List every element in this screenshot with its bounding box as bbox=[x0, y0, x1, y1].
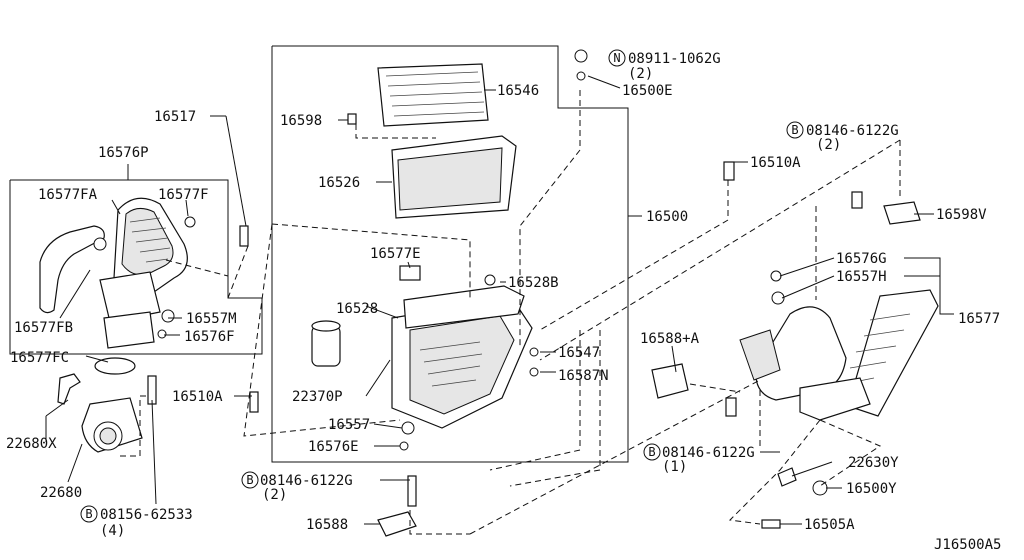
label-16505A: 16505A bbox=[804, 517, 855, 533]
badge-B-top-text: B bbox=[791, 123, 798, 137]
label-08146-top-qty: (2) bbox=[816, 137, 841, 153]
label-16577FA: 16577FA bbox=[38, 187, 98, 203]
badge-B-top: B bbox=[786, 121, 804, 139]
resonator-cylinder bbox=[311, 320, 341, 367]
label-16577: 16577 bbox=[958, 311, 1000, 327]
label-08156-qty: (4) bbox=[100, 523, 125, 539]
label-16598: 16598 bbox=[280, 113, 322, 129]
intake-duct-right bbox=[739, 270, 939, 421]
small-fasteners-center bbox=[574, 49, 735, 181]
air-cleaner-cover bbox=[347, 113, 517, 219]
badge-B-bottom-text: B bbox=[246, 473, 253, 487]
badge-B-right-text: B bbox=[648, 445, 655, 459]
air-cleaner-body bbox=[391, 265, 539, 451]
label-08146-bottom-qty: (2) bbox=[262, 487, 287, 503]
label-16577F: 16577F bbox=[158, 187, 209, 203]
air-filter-element bbox=[377, 63, 489, 127]
label-16547: 16547 bbox=[558, 345, 600, 361]
label-16546: 16546 bbox=[497, 83, 539, 99]
badge-B-left: B bbox=[80, 505, 98, 523]
label-16598V: 16598V bbox=[936, 207, 987, 223]
throttle-body-left bbox=[57, 225, 259, 453]
diagram-id: J16500A5 bbox=[934, 537, 1001, 553]
label-16528: 16528 bbox=[336, 301, 378, 317]
badge-N: N bbox=[608, 49, 626, 67]
label-08146-right: 08146-6122G bbox=[662, 445, 755, 461]
label-08146-top: 08146-6122G bbox=[806, 123, 899, 139]
label-16587N: 16587N bbox=[558, 368, 609, 384]
label-16500: 16500 bbox=[646, 209, 688, 225]
brackets-right bbox=[651, 191, 921, 529]
label-22370P: 22370P bbox=[292, 389, 343, 405]
label-16577FC: 16577FC bbox=[10, 350, 69, 366]
badge-B-bottom: B bbox=[241, 471, 259, 489]
label-16500E: 16500E bbox=[622, 83, 673, 99]
label-16557: 16557 bbox=[328, 417, 370, 433]
label-08911-1062G: 08911-1062G bbox=[628, 51, 721, 67]
label-16557M: 16557M bbox=[186, 311, 237, 327]
badge-B-left-text: B bbox=[85, 507, 92, 521]
intake-duct-left bbox=[39, 197, 196, 349]
label-08911-qty: (2) bbox=[628, 66, 653, 82]
label-16510A-top: 16510A bbox=[750, 155, 801, 171]
label-22680X: 22680X bbox=[6, 436, 57, 452]
label-08146-bottom: 08146-6122G bbox=[260, 473, 353, 489]
label-16577E: 16577E bbox=[370, 246, 421, 262]
bracket-bottom bbox=[377, 475, 417, 537]
label-16588A: 16588+A bbox=[640, 331, 700, 347]
label-22630Y: 22630Y bbox=[848, 455, 899, 471]
label-16510A-left: 16510A bbox=[172, 389, 223, 405]
label-08156-62533: 08156-62533 bbox=[100, 507, 193, 523]
label-22680: 22680 bbox=[40, 485, 82, 501]
label-16576P: 16576P bbox=[98, 145, 149, 161]
label-16500Y: 16500Y bbox=[846, 481, 897, 497]
label-16528B: 16528B bbox=[508, 275, 559, 291]
badge-N-text: N bbox=[613, 51, 620, 65]
label-16557H: 16557H bbox=[836, 269, 887, 285]
label-16526: 16526 bbox=[318, 175, 360, 191]
badge-B-right: B bbox=[643, 443, 661, 461]
label-16577FB: 16577FB bbox=[14, 320, 73, 336]
leader-lines bbox=[45, 75, 954, 525]
label-08146-right-qty: (1) bbox=[662, 459, 687, 475]
dashed-alignment-lines bbox=[120, 90, 901, 535]
label-16517: 16517 bbox=[154, 109, 196, 125]
part-labels: 16517 16576P 16577FA 16577F 16577FB 1655… bbox=[6, 51, 1001, 553]
label-16576G: 16576G bbox=[836, 251, 887, 267]
label-16588: 16588 bbox=[306, 517, 348, 533]
label-16576F: 16576F bbox=[184, 329, 235, 345]
label-16576E: 16576E bbox=[308, 439, 359, 455]
